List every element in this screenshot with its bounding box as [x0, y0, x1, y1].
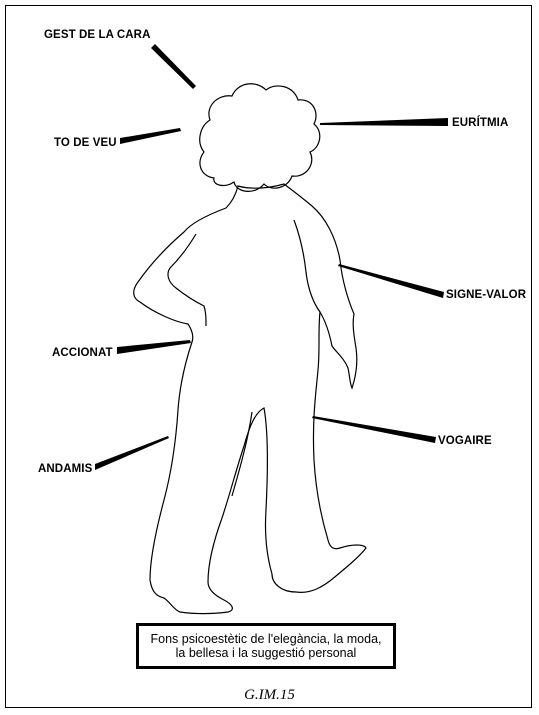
- pointer-to-de-veu: [120, 128, 181, 144]
- pointer-vogaire: [312, 416, 436, 443]
- figure-number: G.IM.15: [0, 687, 539, 704]
- pointer-accionat: [117, 340, 191, 354]
- pointer-signe-valor: [338, 264, 444, 298]
- pointer-gest-de-la-cara: [151, 44, 196, 89]
- caption-line-2: la bellesa i la suggestió personal: [176, 646, 357, 660]
- pointer-andamis: [95, 436, 169, 470]
- label-accionat: ACCIONAT: [52, 347, 113, 359]
- label-to-de-veu: TO DE VEU: [54, 137, 117, 149]
- figure-left-arm: [168, 234, 206, 326]
- figure-right-arm: [294, 220, 320, 312]
- label-euritmia: EURÍTMIA: [452, 116, 508, 129]
- figure-body: [134, 184, 366, 614]
- caption-box: Fons psicoestètic de l'elegància, la mod…: [136, 623, 396, 669]
- label-gest-de-la-cara: GEST DE LA CARA: [44, 29, 151, 41]
- label-vogaire: VOGAIRE: [438, 435, 492, 447]
- figure-head: [200, 84, 320, 192]
- label-andamis: ANDAMIS: [38, 463, 93, 475]
- pointer-euritmia: [320, 118, 448, 126]
- caption-line-1: Fons psicoestètic de l'elegància, la mod…: [151, 632, 382, 646]
- label-signe-valor: SIGNE-VALOR: [446, 289, 527, 301]
